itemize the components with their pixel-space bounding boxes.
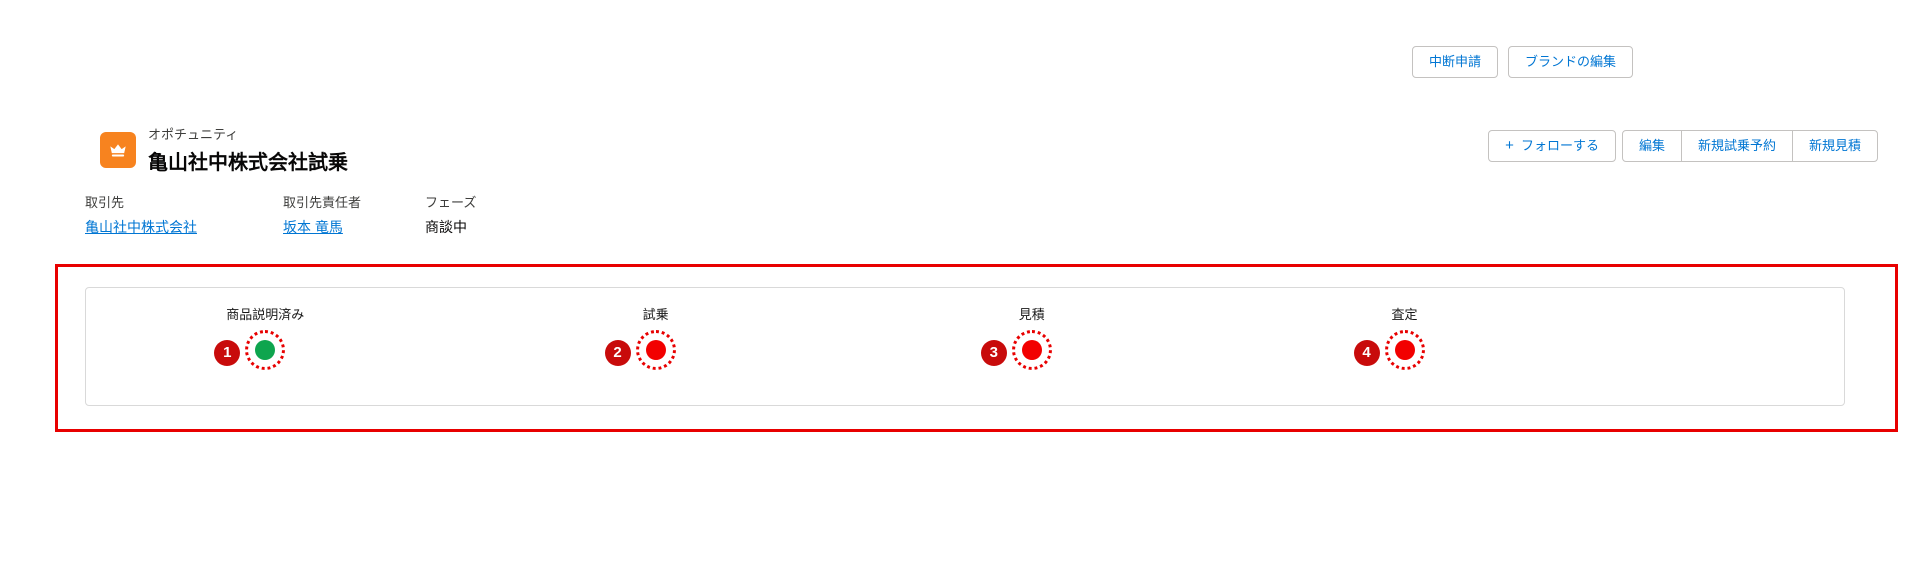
milestone-label: 商品説明済み [226, 307, 305, 322]
status-dot [1021, 340, 1042, 360]
follow-button-label: フォローする [1520, 138, 1599, 153]
annotation-number-badge: 3 [980, 340, 1007, 366]
milestone-indicator-row: 4 [1305, 330, 1505, 376]
field-account: 取引先 亀山社中株式会社 [85, 192, 283, 237]
edit-button[interactable]: 編集 [1621, 130, 1682, 162]
plus-icon: + [1505, 137, 1514, 154]
field-label: 取引先 [85, 195, 125, 210]
milestone-product-explained: 商品説明済み 1 [165, 304, 365, 376]
annotation-dotted-ring [245, 330, 286, 370]
sales-path-card: 商品説明済み 1 試乗 2 見積 [85, 287, 1845, 406]
annotation-dotted-ring [1011, 330, 1052, 370]
status-dot [255, 340, 276, 360]
record-action-group: 編集 新規試乗予約 新規見積 [1621, 130, 1878, 162]
milestone-test-drive: 試乗 2 [556, 304, 756, 376]
milestone-label: 試乗 [642, 307, 669, 322]
annotation-number-badge: 2 [604, 340, 631, 366]
record-action-bar: + フォローする 編集 新規試乗予約 新規見積 [1488, 130, 1878, 162]
new-test-drive-button[interactable]: 新規試乗予約 [1680, 130, 1793, 162]
entity-label: オポチュニティ [148, 127, 239, 142]
milestone-label: 査定 [1391, 307, 1418, 322]
contact-link[interactable]: 坂本 竜馬 [283, 219, 343, 235]
account-link[interactable]: 亀山社中株式会社 [85, 219, 197, 235]
annotation-dotted-ring [635, 330, 676, 370]
milestone-quote: 見積 3 [932, 304, 1132, 376]
status-dot [1394, 340, 1415, 360]
highlights-fields: 取引先 亀山社中株式会社 取引先責任者 坂本 竜馬 フェーズ 商談中 [85, 192, 476, 237]
annotation-number-badge: 1 [214, 340, 241, 366]
opportunity-crown-icon [100, 131, 136, 168]
field-label: 取引先責任者 [283, 195, 362, 210]
milestone-assessment: 査定 4 [1305, 304, 1505, 376]
record-title: 亀山社中株式会社試乗 [148, 152, 348, 174]
phase-value: 商談中 [425, 219, 467, 235]
record-header: オポチュニティ 亀山社中株式会社試乗 [100, 124, 348, 175]
milestone-indicator-row: 2 [556, 330, 756, 376]
brand-edit-button[interactable]: ブランドの編集 [1507, 46, 1633, 78]
utility-actions: 中断申請 ブランドの編集 [1411, 46, 1633, 78]
annotation-highlight-box: 商品説明済み 1 試乗 2 見積 [55, 264, 1898, 432]
field-contact: 取引先責任者 坂本 竜馬 [283, 192, 425, 237]
status-dot [645, 340, 666, 360]
milestone-indicator-row: 1 [165, 330, 365, 376]
suspend-request-button[interactable]: 中断申請 [1411, 46, 1498, 78]
crown-glyph [110, 143, 126, 156]
field-label: フェーズ [425, 195, 477, 210]
milestone-label: 見積 [1018, 307, 1045, 322]
annotation-number-badge: 4 [1353, 340, 1380, 366]
milestone-indicator-row: 3 [932, 330, 1132, 376]
field-phase: フェーズ 商談中 [425, 192, 476, 237]
record-titles: オポチュニティ 亀山社中株式会社試乗 [148, 124, 348, 175]
new-quote-button[interactable]: 新規見積 [1791, 130, 1878, 162]
annotation-dotted-ring [1384, 330, 1425, 370]
follow-button[interactable]: + フォローする [1488, 130, 1616, 162]
